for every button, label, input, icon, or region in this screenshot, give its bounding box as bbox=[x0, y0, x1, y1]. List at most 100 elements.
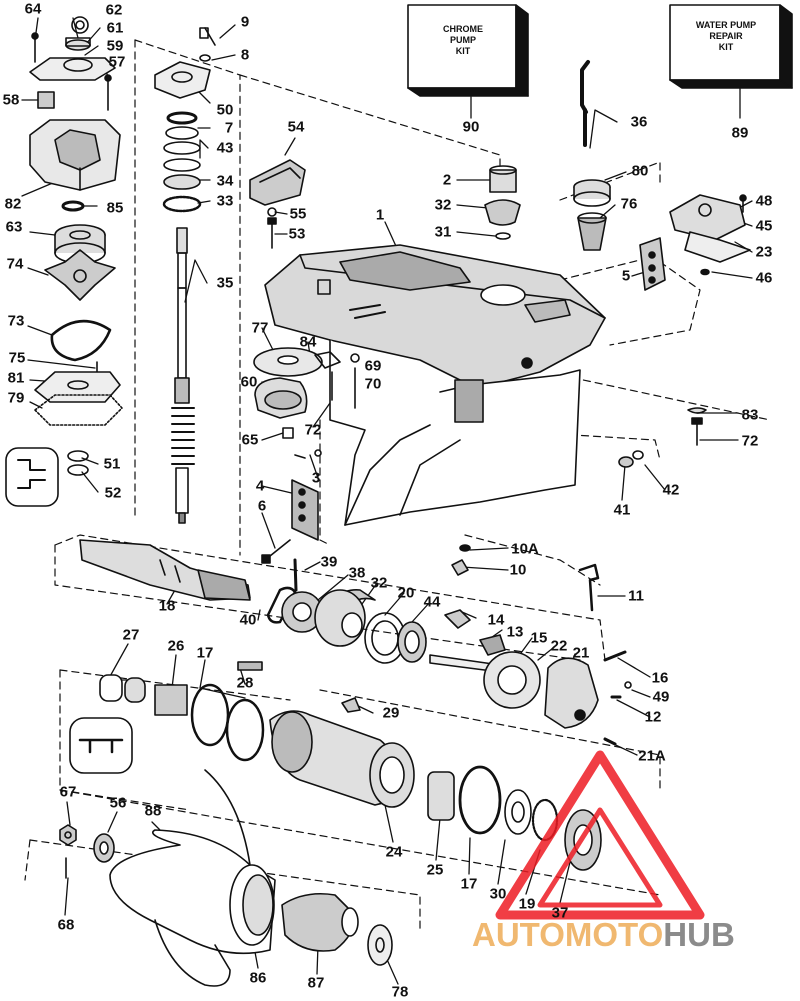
part-callout: 81 bbox=[7, 369, 25, 387]
part-callout: 80 bbox=[631, 162, 649, 180]
part-callout: 27 bbox=[122, 626, 140, 644]
propeller bbox=[59, 769, 393, 987]
part-callout: 16 bbox=[651, 669, 669, 687]
part-callout: 41 bbox=[613, 501, 631, 519]
part-callout: 64 bbox=[24, 0, 42, 18]
midsection-parts bbox=[253, 347, 707, 576]
part-callout: 9 bbox=[240, 13, 250, 31]
part-callout: 32 bbox=[434, 196, 452, 214]
part-callout: 21A bbox=[638, 747, 666, 765]
part-callout: 75 bbox=[8, 349, 26, 367]
part-callout: 10A bbox=[511, 540, 539, 558]
part-callout: 10 bbox=[509, 561, 527, 579]
part-callout: 4 bbox=[255, 477, 265, 495]
part-callout: 82 bbox=[4, 195, 22, 213]
part-callout: 31 bbox=[434, 223, 452, 241]
part-callout: 20 bbox=[397, 584, 415, 602]
part-callout: 69 bbox=[364, 357, 382, 375]
part-callout: 63 bbox=[5, 218, 23, 236]
part-callout: 49 bbox=[652, 688, 670, 706]
part-callout: 29 bbox=[382, 704, 400, 722]
part-callout: 37 bbox=[551, 904, 569, 922]
part-callout: 73 bbox=[7, 312, 25, 330]
part-callout: 18 bbox=[158, 597, 176, 615]
part-callout: 25 bbox=[426, 861, 444, 879]
part-callout: 86 bbox=[249, 969, 267, 987]
part-callout: 52 bbox=[104, 484, 122, 502]
part-callout: 35 bbox=[216, 274, 234, 292]
shift-rod-parts bbox=[573, 60, 751, 291]
watermark-text-b: HUB bbox=[663, 916, 735, 953]
drive-shaft-parts bbox=[154, 27, 216, 524]
part-callout: 12 bbox=[644, 708, 662, 726]
part-callout: 65 bbox=[241, 431, 259, 449]
part-callout: 32 bbox=[370, 574, 388, 592]
part-callout: 3 bbox=[311, 469, 321, 487]
water-pump-parts bbox=[5, 16, 123, 507]
kit-part-number: 89 bbox=[731, 124, 749, 142]
part-callout: 57 bbox=[108, 53, 126, 71]
part-callout: 77 bbox=[251, 319, 269, 337]
automotohub-logo bbox=[495, 750, 705, 920]
part-callout: 74 bbox=[6, 255, 24, 273]
part-callout: 6 bbox=[257, 497, 267, 515]
part-callout: 42 bbox=[662, 481, 680, 499]
part-callout: 88 bbox=[144, 802, 162, 820]
part-callout: 78 bbox=[391, 983, 409, 1001]
part-callout: 8 bbox=[240, 46, 250, 64]
part-callout: 2 bbox=[442, 171, 452, 189]
part-callout: 19 bbox=[518, 895, 536, 913]
part-callout: 24 bbox=[385, 843, 403, 861]
part-callout: 60 bbox=[240, 373, 258, 391]
part-callout: 33 bbox=[216, 192, 234, 210]
part-callout: 48 bbox=[755, 192, 773, 210]
part-callout: 21 bbox=[572, 644, 590, 662]
part-callout: 84 bbox=[299, 333, 317, 351]
part-callout: 1 bbox=[375, 206, 385, 224]
water-pump-repair-kit-box bbox=[669, 4, 793, 89]
part-callout: 55 bbox=[289, 205, 307, 223]
part-callout: 58 bbox=[2, 91, 20, 109]
part-callout: 23 bbox=[755, 243, 773, 261]
part-callout: 7 bbox=[224, 119, 234, 137]
part-callout: 67 bbox=[59, 783, 77, 801]
part-callout: 43 bbox=[216, 139, 234, 157]
part-callout: 13 bbox=[506, 623, 524, 641]
chrome-pump-kit-box bbox=[407, 4, 529, 97]
part-callout: 28 bbox=[236, 674, 254, 692]
part-callout: 50 bbox=[216, 101, 234, 119]
part-callout: 45 bbox=[755, 217, 773, 235]
part-callout: 54 bbox=[287, 118, 305, 136]
part-callout: 44 bbox=[423, 593, 441, 611]
part-callout: 51 bbox=[103, 455, 121, 473]
part-callout: 70 bbox=[364, 375, 382, 393]
part-callout: 26 bbox=[167, 637, 185, 655]
part-callout: 22 bbox=[550, 637, 568, 655]
part-callout: 79 bbox=[7, 389, 25, 407]
part-callout: 68 bbox=[57, 916, 75, 934]
part-callout: 30 bbox=[489, 885, 507, 903]
part-callout: 53 bbox=[288, 225, 306, 243]
propshaft-parts bbox=[69, 539, 632, 871]
part-callout: 17 bbox=[460, 875, 478, 893]
part-callout: 76 bbox=[620, 195, 638, 213]
part-callout: 46 bbox=[755, 269, 773, 287]
part-callout: 72 bbox=[741, 432, 759, 450]
water-pump-repair-kit-title: WATER PUMP REPAIR KIT bbox=[695, 20, 757, 52]
part-callout: 85 bbox=[106, 199, 124, 217]
part-callout: 56 bbox=[109, 794, 127, 812]
part-callout: 14 bbox=[487, 611, 505, 629]
part-callout: 15 bbox=[530, 629, 548, 647]
gearcase-housing bbox=[249, 159, 606, 526]
part-callout: 72 bbox=[304, 421, 322, 439]
part-callout: 38 bbox=[348, 564, 366, 582]
part-callout: 34 bbox=[216, 172, 234, 190]
part-callout: 5 bbox=[621, 267, 631, 285]
part-callout: 59 bbox=[106, 37, 124, 55]
part-callout: 87 bbox=[307, 974, 325, 992]
part-callout: 11 bbox=[628, 587, 644, 605]
part-callout: 83 bbox=[741, 406, 759, 424]
chrome-pump-kit-title: CHROME PUMP KIT bbox=[443, 24, 483, 56]
automotohub-watermark: AUTOMOTOHUB bbox=[472, 918, 735, 951]
